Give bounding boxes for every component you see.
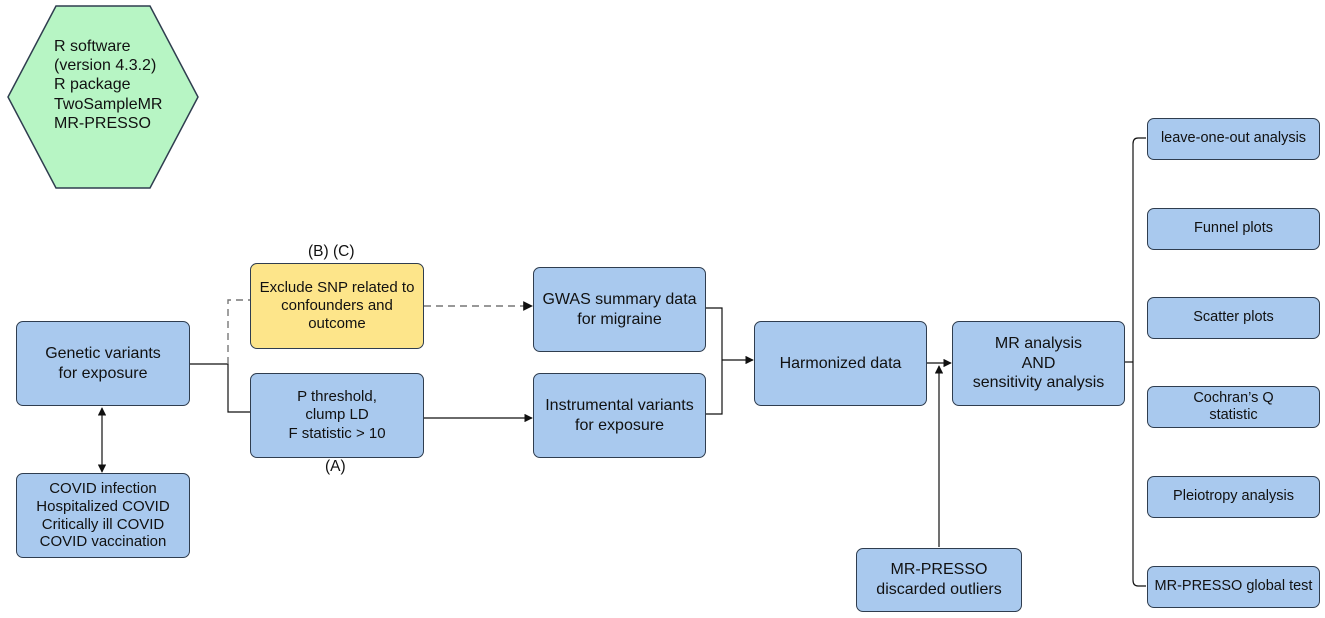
presso-box-line: discarded outliers: [876, 581, 1002, 598]
gwas-box: GWAS summary data for migraine: [533, 267, 706, 352]
sensitivity-item-label: MR-PRESSO global test: [1154, 578, 1313, 595]
mr-analysis-box: MR analysis AND sensitivity analysis: [952, 321, 1125, 406]
presso-box-line: MR-PRESSO: [890, 561, 988, 579]
sensitivity-item-scatter-plots: Scatter plots: [1147, 297, 1320, 339]
sensitivity-item-cochrans-q: Cochran’s Q statistic: [1147, 386, 1320, 428]
gwas-merge-line: [706, 307, 723, 360]
covid-box-line: Hospitalized COVID: [36, 497, 170, 515]
covid-box-line: COVID infection: [49, 480, 157, 498]
mr-box-line: sensitivity analysis: [972, 374, 1105, 392]
exposure-to-exclude-dashed-line: [227, 299, 250, 364]
instrumental-box-line: for exposure: [575, 416, 664, 434]
mr-box-line: MR analysis: [994, 335, 1083, 353]
covid-box: COVID infection Hospitalized COVID Criti…: [16, 473, 190, 558]
software-line: TwoSampleMR: [54, 95, 163, 113]
sensitivity-item-pleiotropy: Pleiotropy analysis: [1147, 476, 1320, 518]
software-hexagon: R software (version 4.3.2) R package Two…: [6, 4, 200, 190]
harmonized-box: Harmonized data: [754, 321, 927, 406]
software-line: R software: [54, 38, 131, 55]
label-bc: (B) (C): [308, 243, 355, 260]
instrumental-box: Instrumental variants for exposure: [533, 373, 706, 458]
exposure-box: Genetic variants for exposure: [16, 321, 190, 406]
software-line: (version 4.3.2): [54, 57, 157, 75]
covid-box-line: Critically ill COVID: [41, 515, 165, 533]
threshold-box-line: clump LD: [305, 406, 369, 424]
exclude-box-line: Exclude SNP related to: [259, 278, 415, 296]
sensitivity-bracket: [1132, 137, 1146, 587]
mr-presso-outliers-box: MR-PRESSO discarded outliers: [856, 548, 1022, 612]
exclude-snp-box: Exclude SNP related to confounders and o…: [250, 263, 424, 349]
mr-box-line: AND: [1021, 354, 1056, 372]
sensitivity-item-label: Scatter plots: [1193, 309, 1274, 326]
sensitivity-item-label: Cochran’s Q: [1193, 390, 1274, 407]
software-line: MR-PRESSO: [54, 114, 151, 132]
instrumental-merge-line: [706, 360, 723, 415]
exposure-to-threshold-line: [190, 363, 250, 413]
sensitivity-item-label: leave-one-out analysis: [1160, 130, 1307, 147]
software-hexagon-shape: [7, 5, 199, 189]
threshold-box-line: P threshold,: [297, 388, 377, 406]
exclude-box-line: confounders and outcome: [281, 296, 393, 333]
covid-box-line: COVID vaccination: [39, 533, 167, 551]
gwas-box-line: for migraine: [577, 310, 662, 328]
label-a: (A): [325, 458, 346, 475]
harmonized-box-line: Harmonized data: [779, 354, 902, 372]
sensitivity-item-funnel-plots: Funnel plots: [1147, 208, 1320, 250]
threshold-box: P threshold, clump LD F statistic > 10: [250, 373, 424, 458]
software-line: R package: [54, 76, 131, 94]
gwas-box-line: GWAS summary data: [542, 290, 697, 308]
sensitivity-item-label: Funnel plots: [1194, 220, 1273, 237]
sensitivity-item-mr-presso-global: MR-PRESSO global test: [1147, 566, 1320, 608]
sensitivity-item-label: statistic: [1209, 407, 1258, 423]
threshold-box-line: F statistic > 10: [288, 424, 386, 442]
software-text: R software (version 4.3.2) R package Two…: [54, 37, 162, 133]
sensitivity-item-leave-one-out: leave-one-out analysis: [1147, 118, 1320, 160]
exposure-box-line: for exposure: [58, 364, 148, 382]
instrumental-box-line: Instrumental variants: [545, 396, 694, 414]
exposure-box-line: Genetic variants: [45, 344, 161, 362]
sensitivity-item-label: Pleiotropy analysis: [1173, 488, 1294, 505]
